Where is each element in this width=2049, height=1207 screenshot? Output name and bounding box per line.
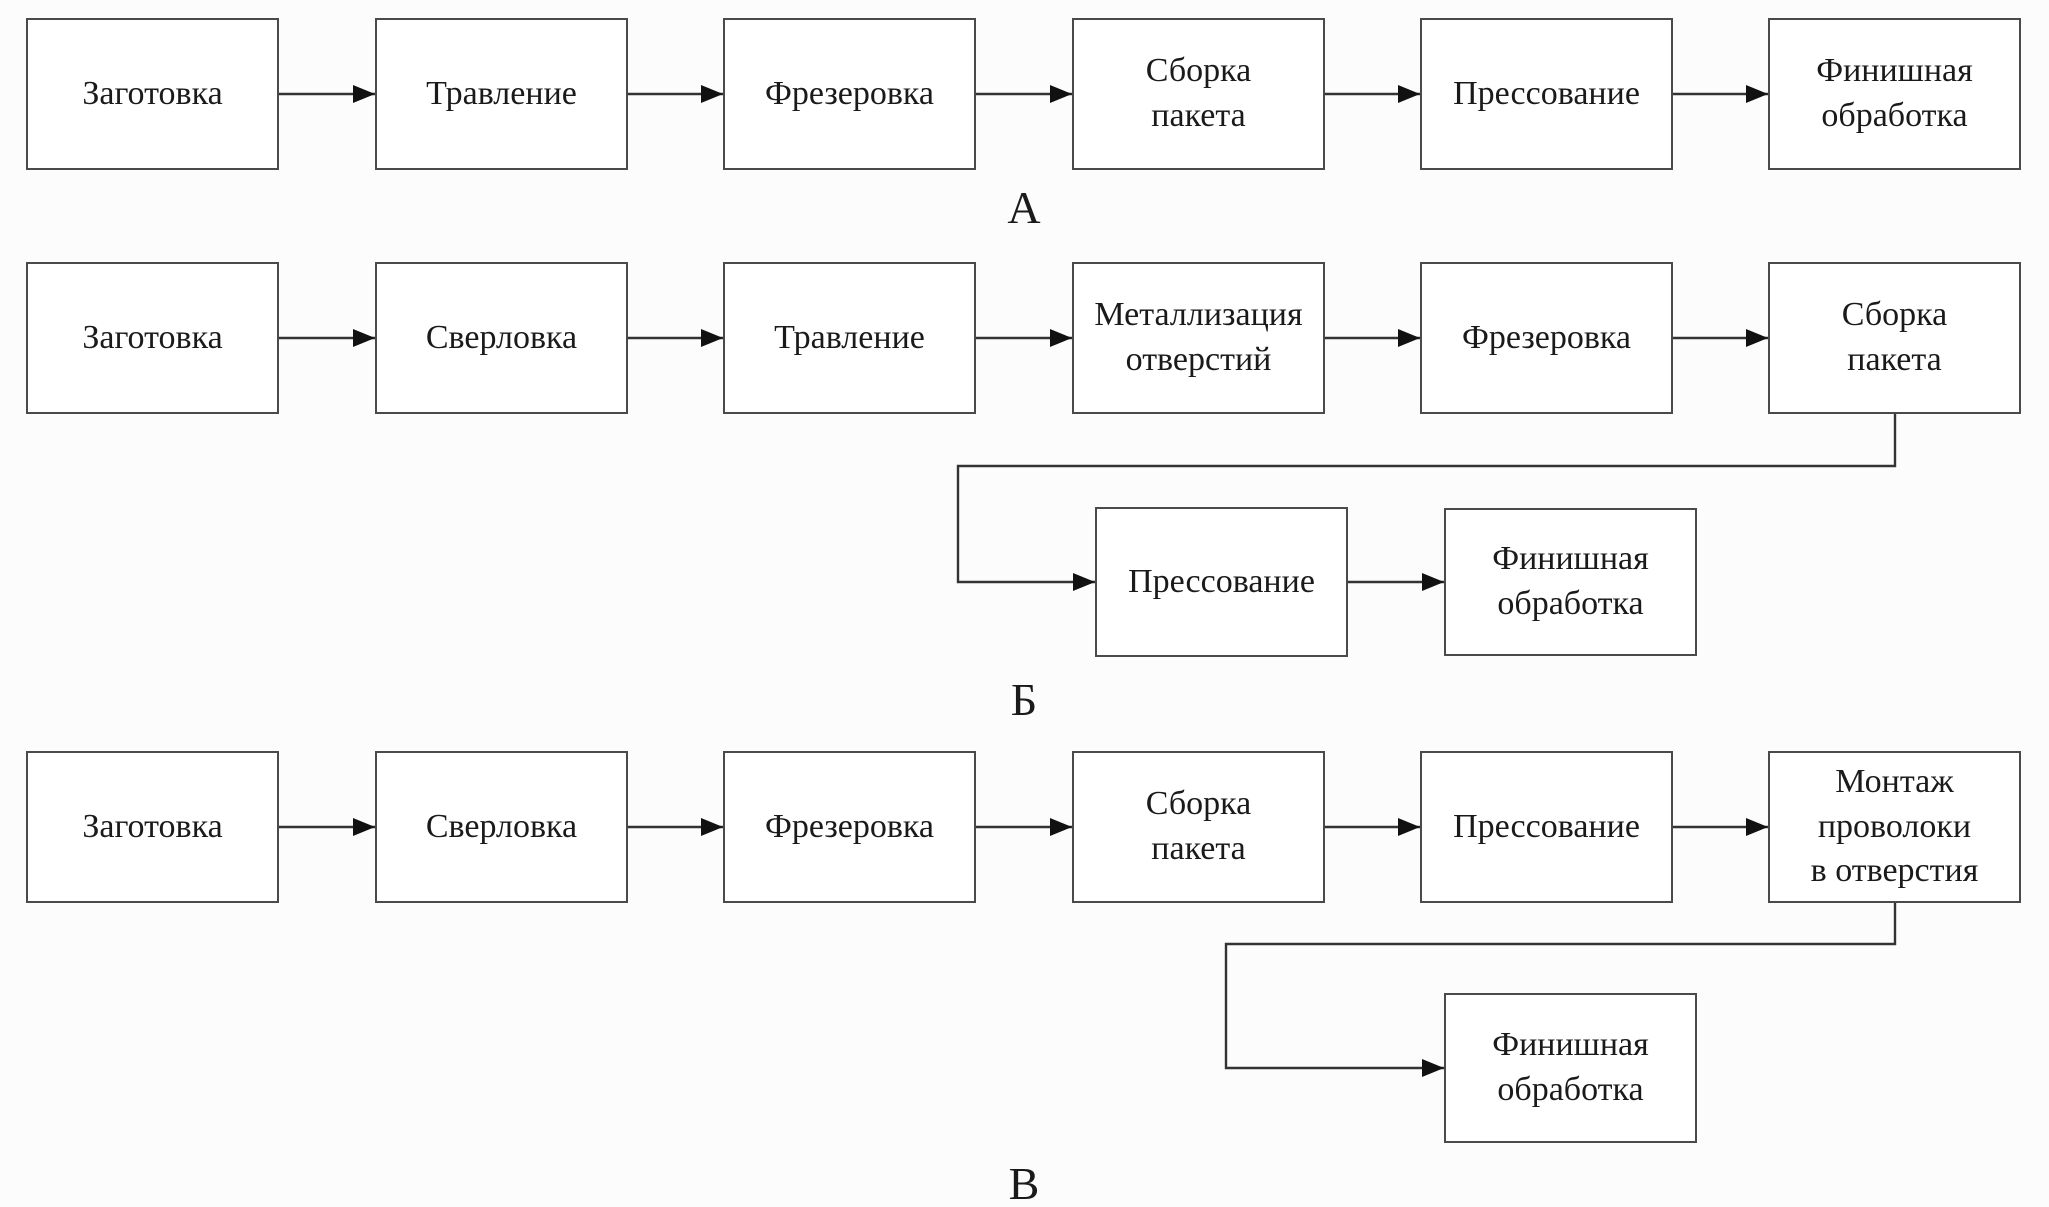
box-b-finishnaya-obrabotka: Финишная обработка [1444, 508, 1697, 656]
box-b-sverlovka: Сверловка [375, 262, 628, 414]
box-a-frezerovka: Фрезеровка [723, 18, 976, 170]
box-a-travlenie: Травление [375, 18, 628, 170]
box-v-sborka-paketa: Сборка пакета [1072, 751, 1325, 903]
box-b-frezerovka: Фрезеровка [1420, 262, 1673, 414]
box-v-montazh-provoloki: Монтаж проволоки в отверстия [1768, 751, 2021, 903]
box-a-pressovanie: Прессование [1420, 18, 1673, 170]
box-v-pressovanie: Прессование [1420, 751, 1673, 903]
box-b-zagotovka: Заготовка [26, 262, 279, 414]
box-b-metallizaciya-otverstiy: Металлизация отверстий [1072, 262, 1325, 414]
elbow-connector-b [956, 414, 1897, 591]
box-v-sverlovka: Сверловка [375, 751, 628, 903]
elbow-connector-v [1224, 903, 1897, 1077]
box-b-sborka-paketa: Сборка пакета [1768, 262, 2021, 414]
box-a-finishnaya-obrabotka: Финишная обработка [1768, 18, 2021, 170]
box-v-finishnaya-obrabotka: Финишная обработка [1444, 993, 1697, 1143]
diagram-b-label: Б [1010, 674, 1038, 725]
box-b-travlenie: Травление [723, 262, 976, 414]
diagram-a-label: А [1007, 182, 1041, 233]
box-v-zagotovka: Заготовка [26, 751, 279, 903]
box-a-zagotovka: Заготовка [26, 18, 279, 170]
diagram-v-label: В [1008, 1158, 1040, 1207]
box-b-pressovanie: Прессование [1095, 507, 1348, 657]
box-v-frezerovka: Фрезеровка [723, 751, 976, 903]
box-a-sborka-paketa: Сборка пакета [1072, 18, 1325, 170]
